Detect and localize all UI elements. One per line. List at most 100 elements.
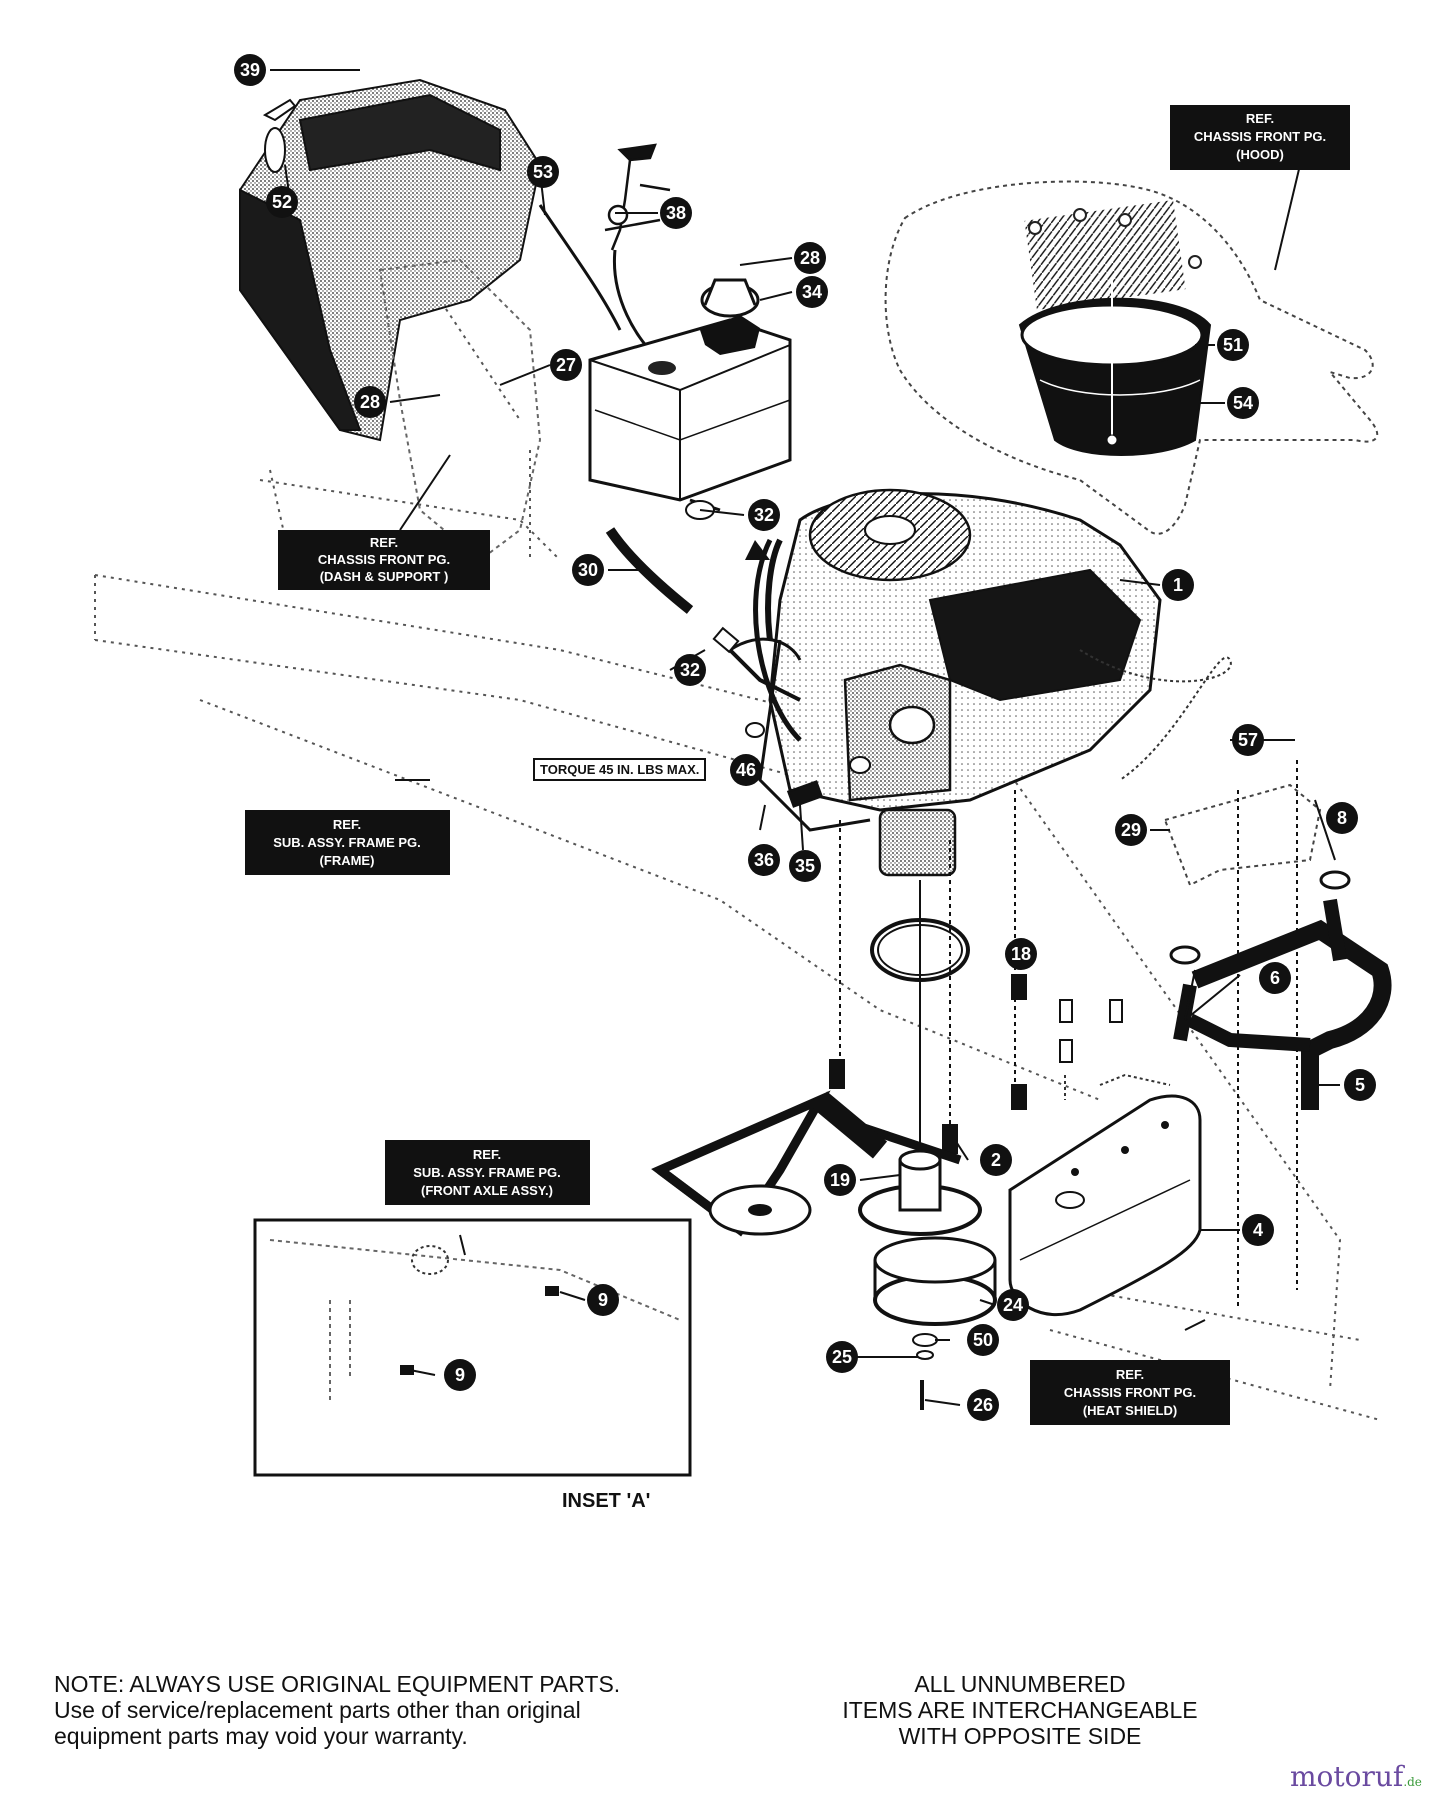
ref-line: REF. — [1246, 111, 1274, 126]
callout: 32 — [674, 654, 706, 686]
callout: 9 — [444, 1359, 476, 1391]
callout-number: 9 — [598, 1290, 608, 1310]
callout-number: 50 — [973, 1330, 993, 1350]
inset-label: INSET 'A' — [562, 1490, 651, 1512]
ref-box-dash-support: REF. CHASSIS FRONT PG. (DASH & SUPPORT ) — [278, 530, 490, 590]
callout-number: 24 — [1003, 1295, 1023, 1315]
callout-number: 27 — [556, 355, 576, 375]
fuel-tank — [588, 278, 792, 502]
callout: 8 — [1326, 802, 1358, 834]
callout: 38 — [660, 197, 692, 229]
callout: 51 — [1217, 329, 1249, 361]
callout-number: 28 — [800, 248, 820, 268]
ref-line: (HEAT SHIELD) — [1083, 1403, 1177, 1418]
callout: 46 — [730, 754, 762, 786]
ref-line: (FRONT AXLE ASSY.) — [421, 1183, 553, 1198]
callout-number: 25 — [832, 1347, 852, 1367]
callout: 9 — [587, 1284, 619, 1316]
note-line: ALL UNNUMBERED — [914, 1671, 1126, 1697]
callout-number: 39 — [240, 60, 260, 80]
torque-spec-label: TORQUE 45 IN. LBS MAX. — [533, 758, 707, 781]
callout-number: 53 — [533, 162, 553, 182]
fuel-fittings — [685, 500, 824, 808]
note-line: Use of service/replacement parts other t… — [54, 1696, 581, 1723]
watermark-main: motoruf — [1290, 1760, 1404, 1793]
callout-number: 32 — [680, 660, 700, 680]
callout: 39 — [234, 54, 266, 86]
watermark-logo: motoruf.de — [1290, 1760, 1422, 1793]
warranty-note: NOTE: ALWAYS USE ORIGINAL EQUIPMENT PART… — [54, 1671, 621, 1749]
leader-lines — [270, 69, 1340, 1406]
muffler — [1008, 1073, 1202, 1316]
callout: 29 — [1115, 814, 1147, 846]
dash-outline — [378, 258, 542, 562]
callout: 28 — [794, 242, 826, 274]
ref-line: (FRAME) — [320, 853, 375, 868]
heat-shield-plate — [1163, 783, 1322, 887]
callout-number: 34 — [802, 282, 822, 302]
fuel-lines — [605, 498, 802, 702]
callout-number: 1 — [1173, 575, 1183, 595]
ref-line: CHASSIS FRONT PG. — [1194, 129, 1326, 144]
callout: 5 — [1344, 1069, 1376, 1101]
hood-grille — [1024, 199, 1186, 311]
inset-a — [253, 1218, 692, 1477]
ref-line: SUB. ASSY. FRAME PG. — [273, 835, 421, 850]
ref-line: SUB. ASSY. FRAME PG. — [413, 1165, 561, 1180]
callout-number: 32 — [754, 505, 774, 525]
callout: 26 — [967, 1389, 999, 1421]
callout: 28 — [354, 386, 386, 418]
callout-number: 2 — [991, 1150, 1001, 1170]
note-line: WITH OPPOSITE SIDE — [898, 1722, 1142, 1749]
ref-line: (HOOD) — [1236, 147, 1284, 162]
note-line: NOTE: ALWAYS USE ORIGINAL EQUIPMENT PART… — [54, 1671, 621, 1697]
engine — [745, 488, 1232, 877]
callout: 18 — [1005, 938, 1037, 970]
callout-number: 30 — [578, 560, 598, 580]
callout: 19 — [824, 1164, 856, 1196]
callout: 27 — [550, 349, 582, 381]
callout-number: 26 — [973, 1395, 993, 1415]
ref-line: REF. — [333, 817, 361, 832]
callout: 34 — [796, 276, 828, 308]
callout-number: 4 — [1253, 1220, 1263, 1240]
ref-box-front-axle: REF. SUB. ASSY. FRAME PG. (FRONT AXLE AS… — [385, 1140, 590, 1205]
callout: 50 — [967, 1324, 999, 1356]
callout-number: 9 — [455, 1365, 465, 1385]
callout-number: 19 — [830, 1170, 850, 1190]
drive-belt-pulley — [651, 1090, 997, 1410]
ref-line: REF. — [370, 535, 398, 550]
callout: 32 — [748, 499, 780, 531]
callout: 2 — [980, 1144, 1012, 1176]
callout: 1 — [1162, 569, 1194, 601]
callout-number: 46 — [736, 760, 756, 780]
watermark-tld: .de — [1403, 1775, 1422, 1789]
callout: 30 — [572, 554, 604, 586]
callout: 25 — [826, 1341, 858, 1373]
note-line: ITEMS ARE INTERCHANGEABLE — [842, 1696, 1198, 1723]
ref-box-frame: REF. SUB. ASSY. FRAME PG. (FRAME) — [245, 810, 450, 875]
blower-shroud — [1018, 280, 1212, 456]
callout: 6 — [1259, 962, 1291, 994]
callout-number: 52 — [272, 192, 292, 212]
mount-bolts — [829, 790, 1123, 1180]
callout-number: 35 — [795, 856, 815, 876]
callout: 36 — [748, 844, 780, 876]
callout: 57 — [1232, 724, 1264, 756]
callout: 24 — [997, 1289, 1029, 1321]
callout-number: 51 — [1223, 335, 1243, 355]
exhaust-pipes — [1169, 870, 1392, 1110]
dash-support — [239, 78, 542, 442]
hood-bolts — [1028, 208, 1202, 269]
callout-number: 6 — [1270, 968, 1280, 988]
callout-number: 36 — [754, 850, 774, 870]
throttle-control — [538, 143, 671, 352]
ref-line: REF. — [1116, 1367, 1144, 1382]
callout: 52 — [266, 186, 298, 218]
ref-line: REF. — [473, 1147, 501, 1162]
interchange-note: ALL UNNUMBERED ITEMS ARE INTERCHANGEABLE… — [810, 1671, 1230, 1749]
callout-number: 8 — [1337, 808, 1347, 828]
note-line: equipment parts may void your warranty. — [54, 1722, 468, 1749]
callout: 54 — [1227, 387, 1259, 419]
